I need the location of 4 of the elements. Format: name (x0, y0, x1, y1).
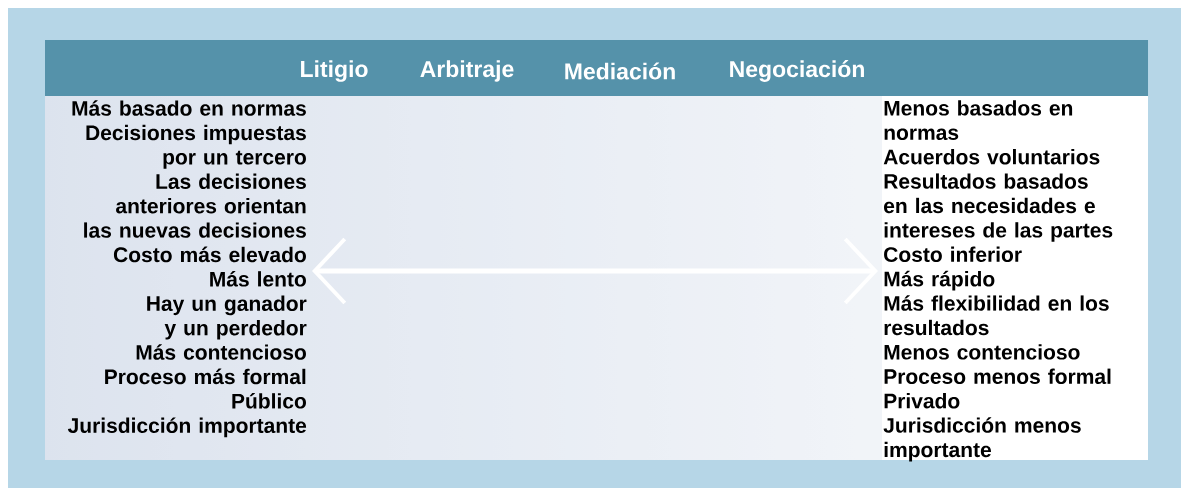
text-list: Más basado en normas Decisiones impuestas por un tercero Las decisiones anteriores orientan las nuevas decisiones Costo más elevado Más lento Hay un ganador y un perdedor Más contencioso Proceso más formal Público Jurisdicción importante (67, 100, 307, 438)
header-band: Litigio Arbitraje Mediación Negociación (45, 40, 1148, 96)
text-list: Menos basados en normas Acuerdos voluntarios Resultados basados en las necesidades e intereses de las partes Costo inferior Más rápido Más flexibilidad en los resultados Menos contencioso Proceso menos formal Privado Jurisdicción menos importante (883, 100, 1113, 462)
double-arrow (312, 237, 878, 305)
